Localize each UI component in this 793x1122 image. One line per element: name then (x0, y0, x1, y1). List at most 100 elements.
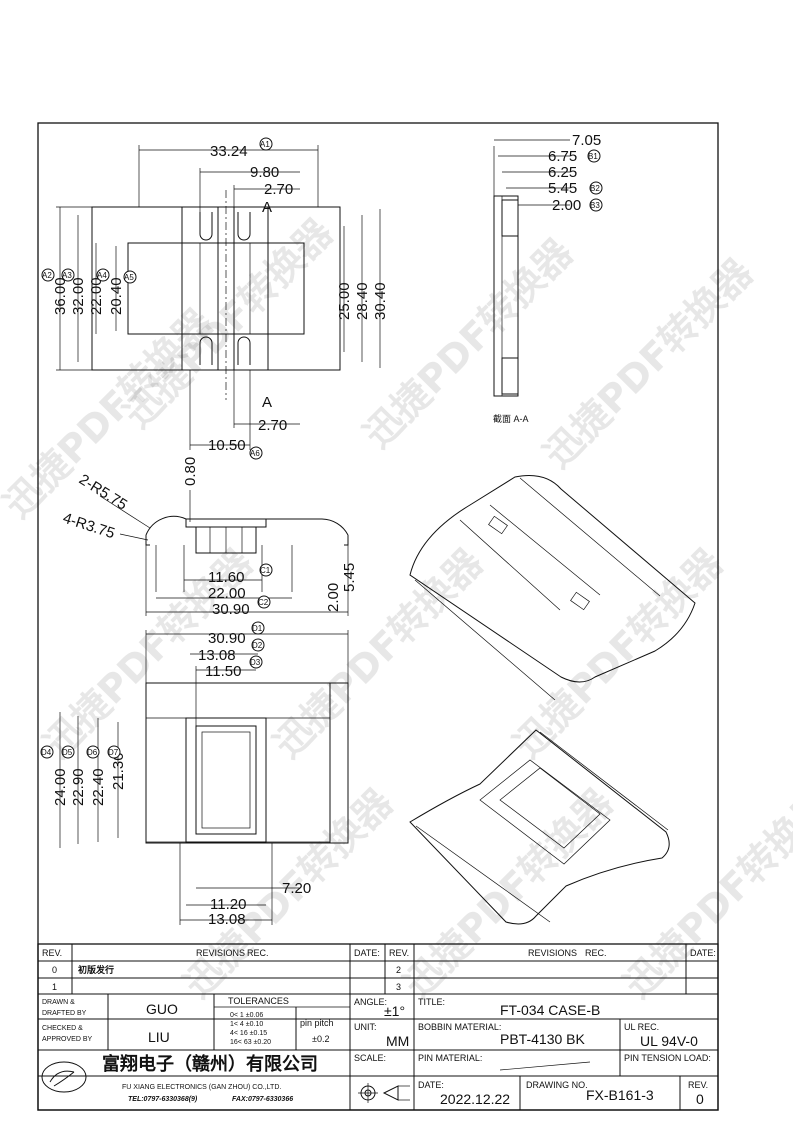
bobbin-value: PBT-4130 BK (500, 1031, 585, 1047)
dim-22-00: 22.00 (88, 277, 105, 315)
title-block: REV. REVISIONS REC. DATE: REV. REVISIONS… (37, 943, 719, 1111)
badge-d4: D4 (40, 745, 54, 759)
section-mark: A (262, 394, 272, 411)
badge-c1: C1 (259, 563, 273, 577)
dim-10-50: 10.50 (208, 437, 246, 454)
svg-text:D1: D1 (252, 624, 263, 633)
watermark: 迅捷PDF转换器 (395, 780, 622, 1007)
dim-9-80: 9.80 (250, 164, 279, 181)
sheet-border (37, 122, 719, 1111)
company-tel: TEL:0797-6330368(9) (128, 1096, 198, 1103)
dim-5-45-front: 5.45 (341, 563, 358, 592)
badge-c2: C2 (257, 595, 271, 609)
tol-row-3: 16< 63 ±0.20 (230, 1039, 271, 1046)
dim-30-90-front: 30.90 (212, 601, 250, 618)
projection-symbol-icon (358, 1083, 410, 1103)
dim-2-00-front: 2.00 (325, 583, 342, 612)
badge-d5: D5 (61, 745, 75, 759)
rev-row-0-text: 初版发行 (78, 964, 114, 975)
dim-6-75: 6.75 (548, 148, 577, 165)
company-fax: FAX:0797-6330366 (232, 1096, 293, 1103)
dim-11-60: 11.60 (208, 569, 244, 586)
dim-7-05: 7.05 (572, 132, 601, 149)
checked-label-2: APPROVED BY (42, 1036, 93, 1043)
watermark: 迅捷PDF转换器 (535, 250, 762, 477)
svg-text:D2: D2 (252, 641, 263, 650)
badge-a1: A1 (259, 137, 273, 151)
ul-label: UL REC. (624, 1022, 659, 1032)
dim-22-00-front: 22.00 (208, 585, 246, 602)
dim-30-90-bottom: 30.90 (208, 630, 246, 647)
dim-2-70-bottom: 2.70 (258, 417, 287, 434)
rev-header: REV. (42, 948, 62, 958)
section-label: 截面 A-A (493, 413, 529, 424)
dim-top-width: 33.24 (210, 143, 248, 160)
dim-20-40: 20.40 (108, 277, 125, 315)
svg-text:B1: B1 (588, 152, 598, 161)
svg-text:C2: C2 (258, 598, 269, 607)
drawn-label-2: DRAFTED BY (42, 1010, 87, 1017)
dim-11-50: 11.50 (205, 663, 241, 680)
bottom-view: 30.90 D1 13.08 D2 11.50 D3 24.00 D4 22.9… (40, 621, 349, 928)
company-name-cn: 富翔电子（赣州）有限公司 (102, 1053, 318, 1075)
ul-value: UL 94V-0 (640, 1033, 698, 1049)
svg-text:B3: B3 (590, 201, 600, 210)
badge-a4: A4 (96, 268, 110, 282)
pin-tension-label: PIN TENSION LOAD: (624, 1053, 711, 1063)
badge-d3: D3 (249, 655, 263, 669)
angle-label: ANGLE: (354, 997, 387, 1007)
watermark-layer: 迅捷PDF转换器 迅捷PDF转换器 迅捷PDF转换器 迅捷PDF转换器 迅捷PD… (0, 210, 793, 1007)
svg-text:A4: A4 (97, 271, 107, 280)
date-value: 2022.12.22 (440, 1091, 510, 1107)
rev-row-1: 1 (52, 982, 57, 992)
iso-view-bottom (409, 729, 670, 925)
date-label: DATE: (418, 1080, 444, 1090)
tol-row-1: 1< 4 ±0.10 (230, 1021, 263, 1028)
rev-value: 0 (696, 1091, 704, 1107)
badge-d6: D6 (86, 745, 100, 759)
company-logo-icon (41, 1061, 87, 1093)
dim-24-00: 24.00 (52, 768, 69, 806)
section-mark: A (262, 199, 272, 216)
revisions-header: REVISIONS (196, 948, 245, 958)
scale-label: SCALE: (354, 1053, 386, 1063)
svg-text:D4: D4 (41, 748, 52, 757)
angle-value: ±1° (384, 1003, 405, 1019)
title-label: TITLE: (418, 997, 445, 1007)
radius-label-1: 2-R5.75 (76, 471, 130, 514)
unit-label: UNIT: (354, 1022, 377, 1032)
badge-b2: B2 (589, 181, 603, 195)
dim-32-00: 32.00 (70, 277, 87, 315)
svg-text:A2: A2 (42, 271, 52, 280)
dim-6-25: 6.25 (548, 164, 577, 181)
top-view: A A 33.24 A1 9.80 2.70 2.70 10.50 A6 36.… (41, 137, 389, 460)
tol-row-2: 4< 16 ±0.15 (230, 1030, 267, 1037)
dim-13-08-bottom: 13.08 (208, 911, 246, 928)
svg-text:D3: D3 (250, 658, 261, 667)
badge-d2: D2 (251, 638, 265, 652)
rev-row-0: 0 (52, 965, 57, 975)
side-view: 7.05 6.75 B1 6.25 5.45 B2 2.00 B3 截面 A-A (493, 132, 603, 424)
svg-text:D7: D7 (108, 748, 119, 757)
bobbin-label: BOBBIN MATERIAL: (418, 1022, 501, 1032)
watermark: 迅捷PDF转换器 (115, 210, 342, 437)
watermark: 迅捷PDF转换器 (265, 540, 492, 767)
unit-value: MM (386, 1033, 409, 1049)
badge-a3: A3 (61, 268, 75, 282)
pin-pitch-label: pin pitch (300, 1018, 334, 1028)
dim-0-80: 0.80 (182, 457, 199, 486)
dim-7-20: 7.20 (282, 880, 311, 897)
dim-11-20: 11.20 (210, 896, 246, 913)
dim-25-00: 25.00 (336, 282, 353, 320)
badge-b1: B1 (587, 149, 601, 163)
dim-13-08-top: 13.08 (198, 647, 236, 664)
rev-row-3: 3 (396, 982, 401, 992)
svg-text:C1: C1 (260, 566, 271, 575)
svg-text:D5: D5 (62, 748, 73, 757)
dim-5-45: 5.45 (548, 180, 577, 197)
drawing-no-label: DRAWING NO. (526, 1080, 588, 1090)
radius-label-2: 4-R3.75 (61, 510, 117, 543)
rev-row-2: 2 (396, 965, 401, 975)
dim-30-40: 30.40 (372, 282, 389, 320)
badge-a6: A6 (249, 446, 263, 460)
